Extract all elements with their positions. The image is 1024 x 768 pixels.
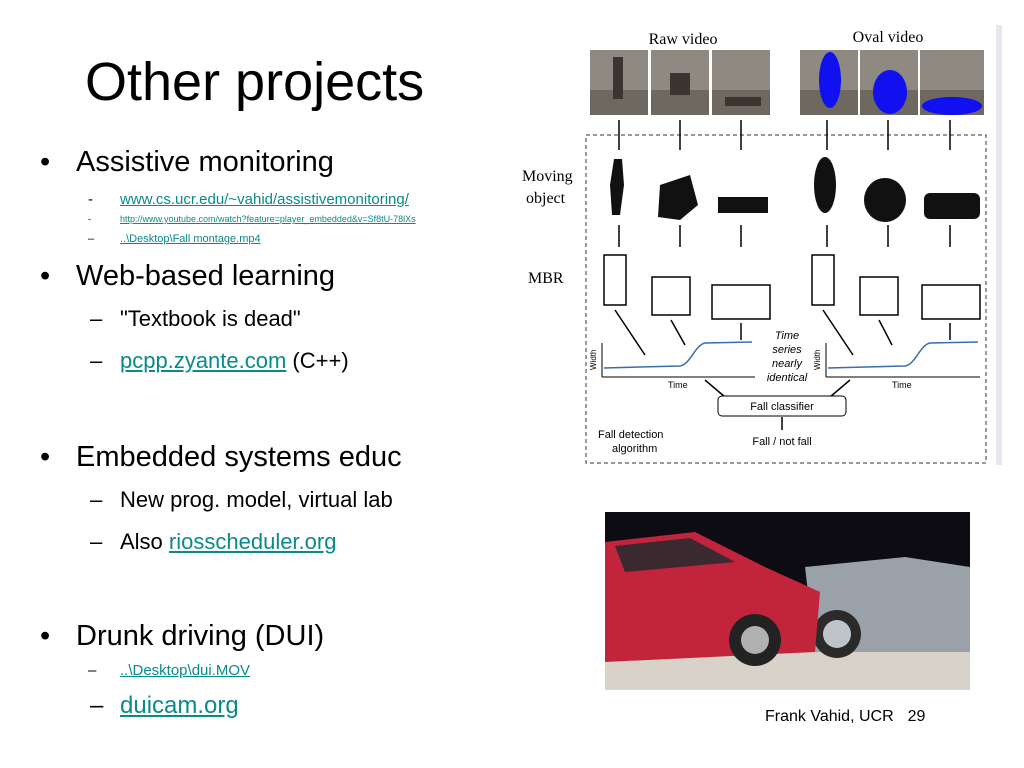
scrollbar-edge [996, 25, 1002, 465]
time-series-left: Width Time [589, 341, 755, 390]
raw-video-frames [590, 50, 770, 115]
bullet-dot: • [40, 620, 51, 652]
zyante-link[interactable]: pcpp.zyante.com [120, 348, 287, 373]
slide-footer: Frank Vahid, UCR 29 [765, 708, 925, 726]
sub-bullet: –pcpp.zyante.com (C++) [90, 348, 349, 373]
mbr-label: MBR [528, 270, 564, 287]
page-number: 29 [907, 708, 926, 725]
sub-bullet: –New prog. model, virtual lab [90, 487, 393, 512]
sub-bullet: –Also riosscheduler.org [90, 529, 337, 554]
bullet-dot: • [40, 260, 51, 292]
bullet-dot: • [40, 441, 51, 473]
bullet-drunk-driving: •Drunk driving (DUI) [40, 620, 325, 652]
oval-video-frames [800, 50, 984, 115]
fall-montage-link[interactable]: ..\Desktop\Fall montage.mp4 [120, 233, 261, 245]
sub-bullet: –..\Desktop\Fall montage.mp4 [88, 233, 261, 245]
fall-classifier-label: Fall classifier [750, 401, 814, 413]
raw-video-label: Raw video [649, 31, 718, 48]
bullet-web-based-learning: •Web-based learning [40, 260, 336, 292]
slide-title: Other projects [85, 52, 425, 112]
time-series-right: Width Time [813, 341, 980, 390]
mbr-boxes [603, 254, 981, 320]
bullet-dot: • [40, 146, 51, 178]
sub-bullet: -http://www.youtube.com/watch?feature=pl… [88, 214, 416, 224]
riosscheduler-link[interactable]: riosscheduler.org [168, 529, 337, 554]
object-arrows [618, 225, 951, 247]
dui-video-link[interactable]: ..\Desktop\dui.MOV [120, 662, 251, 679]
bullet-assistive-monitoring: •Assistive monitoring [40, 146, 334, 178]
oval-video-label: Oval video [853, 29, 924, 46]
sub-bullet: -www.cs.ucr.edu/~vahid/assistivemonitori… [88, 191, 409, 208]
moving-object-silhouettes [610, 157, 980, 222]
svg-text:Time: Time [892, 380, 912, 390]
fall-output-label: Fall / not fall [752, 436, 811, 448]
svg-text:Width: Width [813, 350, 822, 370]
frame-arrows [618, 120, 951, 150]
sub-bullet: –"Textbook is dead" [90, 306, 301, 331]
bullet-embedded-systems: •Embedded systems educ [40, 441, 402, 473]
duicam-link[interactable]: duicam.org [120, 692, 239, 719]
mbr-arrows [614, 309, 951, 356]
sub-bullet: –..\Desktop\dui.MOV [88, 662, 251, 679]
assistive-monitoring-link[interactable]: www.cs.ucr.edu/~vahid/assistivemonitorin… [120, 191, 409, 208]
youtube-link[interactable]: http://www.youtube.com/watch?feature=pla… [120, 214, 416, 224]
sub-bullet: –duicam.org [90, 692, 239, 719]
footer-author: Frank Vahid, UCR [765, 708, 894, 725]
classifier-arrows [704, 379, 851, 430]
svg-text:Width: Width [589, 350, 598, 370]
svg-text:Time: Time [668, 380, 688, 390]
fall-classifier-box [717, 395, 847, 417]
car-crash-photo [605, 512, 970, 690]
